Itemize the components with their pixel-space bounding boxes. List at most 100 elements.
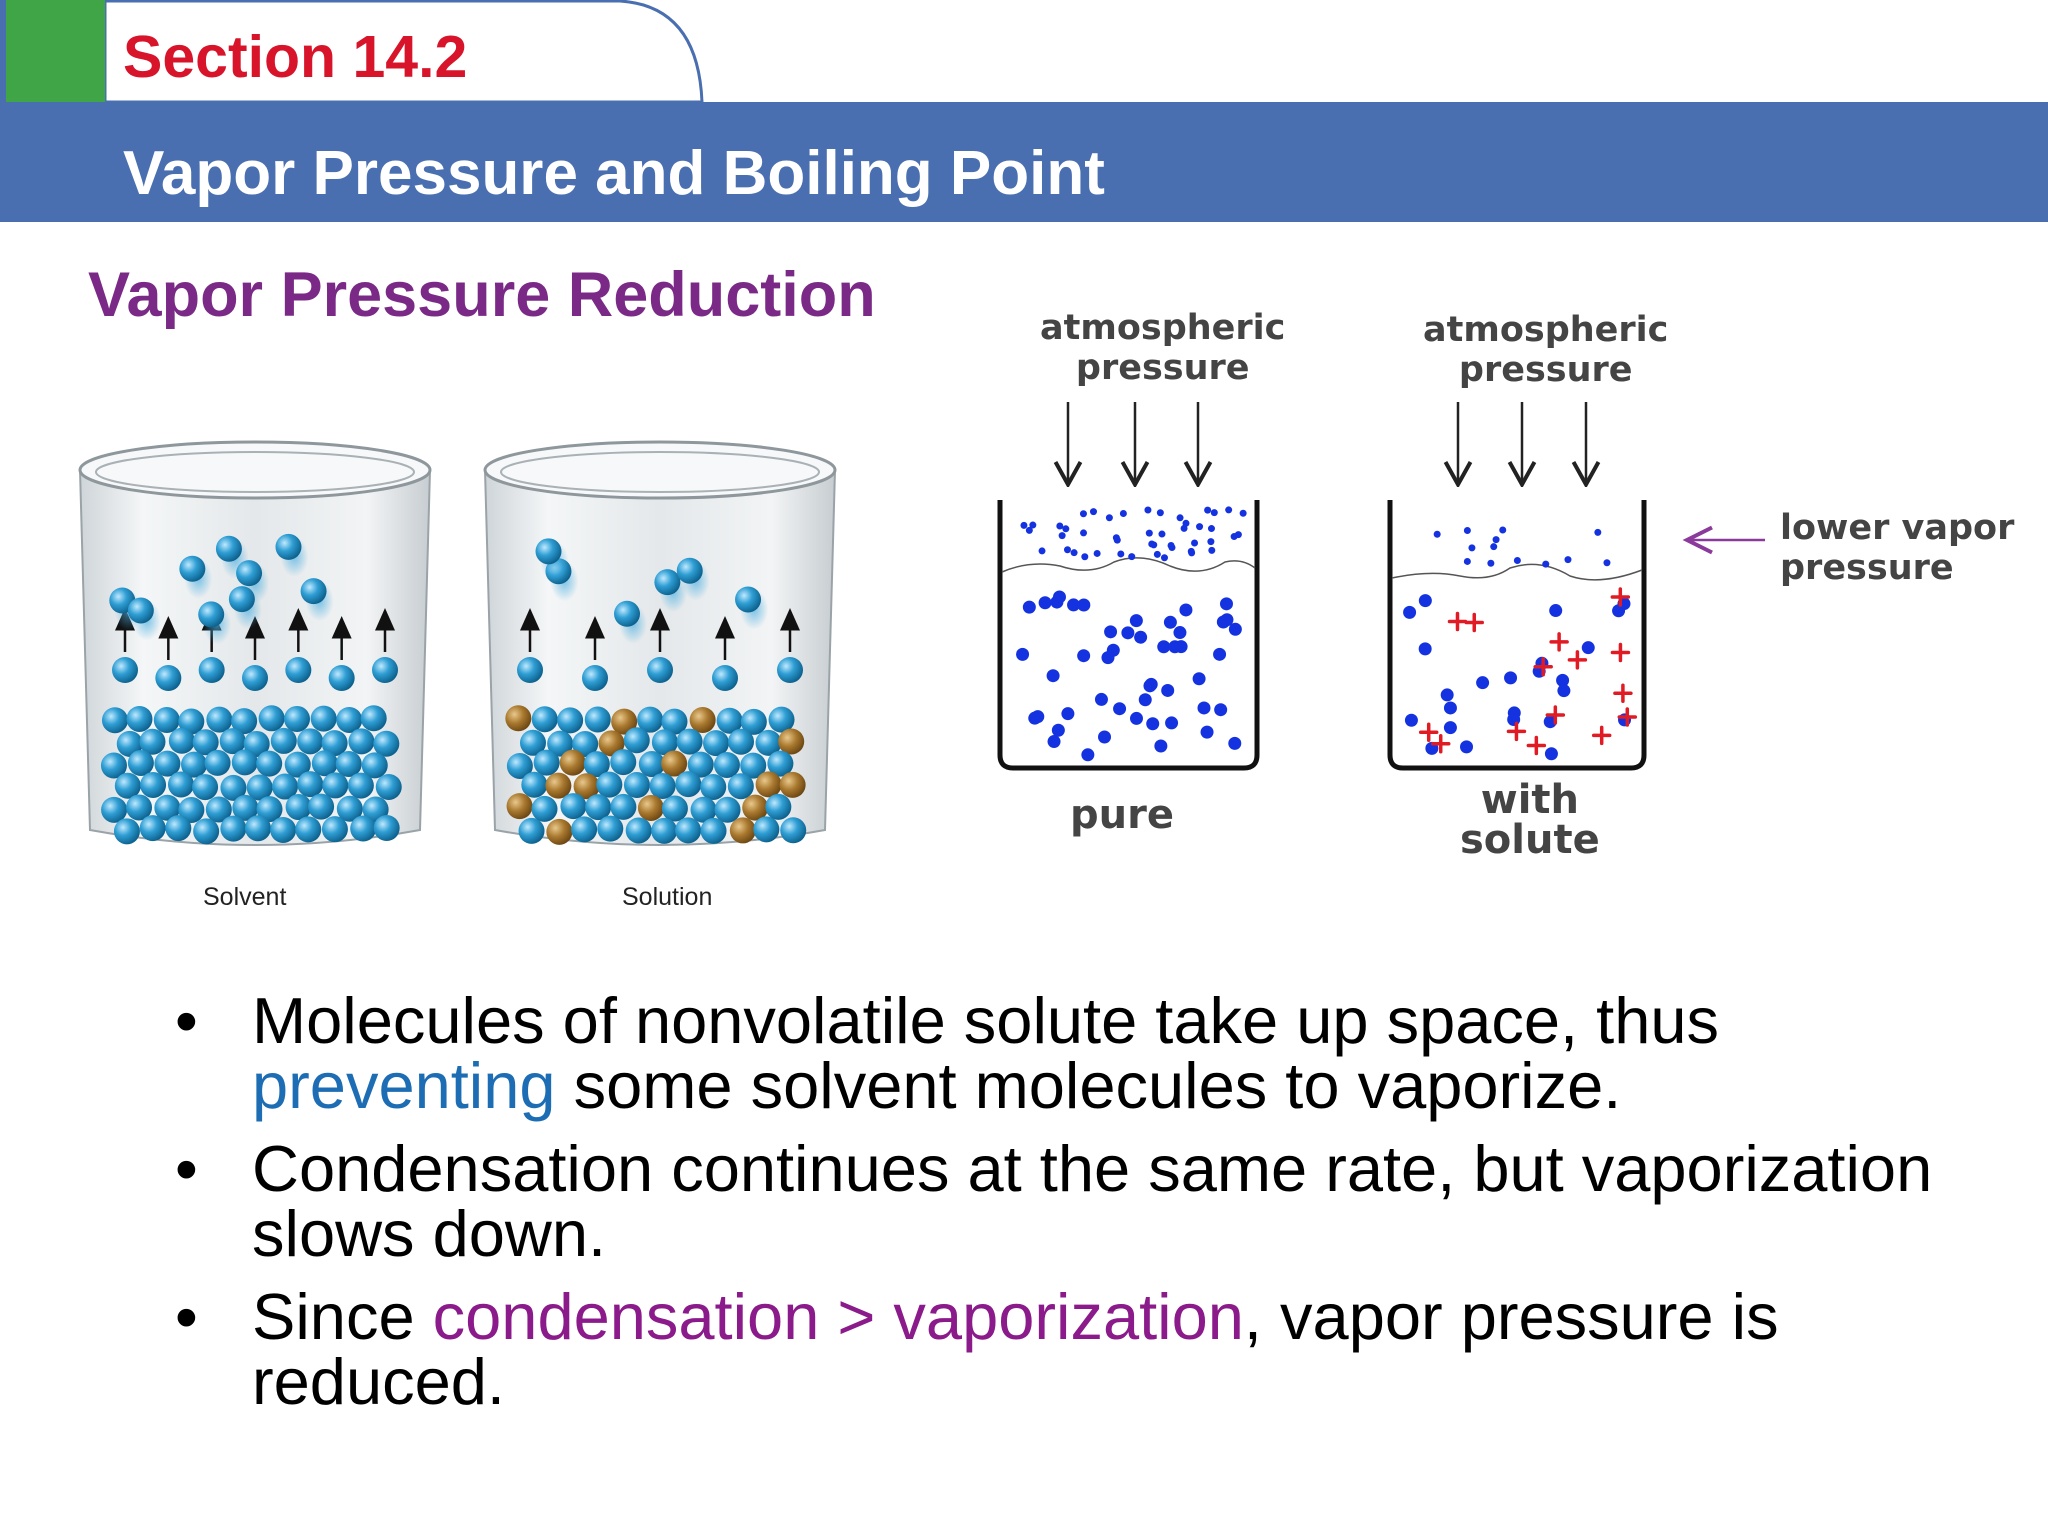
gas-particle: [676, 557, 703, 584]
solvent-particle: [283, 705, 310, 732]
liquid-molecule: [1022, 600, 1036, 614]
solute-particle: [611, 708, 638, 735]
solvent-particle: [713, 751, 740, 778]
vapor-molecule: [1153, 550, 1161, 558]
solvent-particle: [322, 772, 349, 799]
solvent-particle: [506, 752, 533, 779]
vaporizing-particle: [285, 657, 312, 683]
solvent-particle: [375, 773, 402, 800]
liquid-molecule: [1504, 671, 1518, 685]
liquid-molecule: [1081, 748, 1095, 762]
liquid-molecule: [1404, 713, 1418, 727]
solvent-particle: [675, 817, 702, 844]
vapor-molecule: [1490, 543, 1498, 551]
solvent-particle: [716, 707, 743, 734]
solvent-particle: [690, 796, 717, 823]
solvent-particle: [703, 730, 730, 757]
liquid-molecule: [1228, 622, 1242, 636]
liquid-molecule: [1129, 614, 1143, 628]
solvent-particle: [154, 750, 181, 777]
vapor-molecule: [1594, 528, 1602, 536]
solvent-particle: [244, 815, 271, 842]
vapor-molecule: [1208, 546, 1216, 554]
solvent-particle: [373, 815, 400, 842]
vapor-molecule: [1058, 532, 1066, 540]
vaporizing-particle: [198, 657, 225, 683]
solvent-particle: [231, 749, 258, 776]
gas-particle: [179, 555, 206, 582]
solvent-particle: [755, 729, 782, 756]
solvent-particle: [727, 773, 754, 800]
bullet-item: • Since condensation > vaporization, vap…: [175, 1280, 1779, 1418]
solute-particle: [637, 794, 664, 821]
vapor-molecule: [1176, 514, 1184, 522]
vapor-molecule: [1234, 531, 1242, 539]
gas-particle: [275, 533, 302, 560]
vapor-molecule: [1239, 509, 1247, 517]
beaker-rim-inner: [95, 451, 415, 493]
solute-plus-marker: [1418, 722, 1439, 742]
solvent-particle: [154, 794, 181, 821]
solvent-particle: [178, 796, 205, 823]
liquid-molecule: [1052, 590, 1066, 604]
vapor-molecule: [1167, 541, 1175, 549]
liquid-molecule: [1197, 701, 1211, 715]
vapor-molecule: [1463, 557, 1471, 565]
solvent-particle: [127, 749, 154, 776]
vapor-pressure-diagram: [997, 402, 1765, 771]
liquid-molecule: [1581, 641, 1595, 655]
liquid-molecule: [1157, 640, 1171, 654]
liquid-molecule: [1543, 715, 1557, 729]
solvent-particle: [231, 708, 258, 735]
liquid-molecule: [1557, 684, 1571, 698]
liquid-molecule: [1094, 692, 1108, 706]
solution-beaker: [483, 440, 837, 846]
solvent-particle: [373, 730, 400, 757]
solute-particle: [506, 793, 533, 820]
liquid-molecule: [1146, 717, 1160, 731]
gas-particle: [535, 538, 562, 565]
vapor-molecule: [1225, 506, 1233, 514]
section-tab: [103, 0, 704, 104]
pure-liquid-surface: [1001, 557, 1256, 573]
liquid-molecule: [1418, 642, 1432, 656]
solvent-particle: [270, 816, 297, 843]
solvent-particle: [243, 730, 270, 757]
bullet-item: • Molecules of nonvolatile solute take u…: [175, 984, 1720, 1122]
gas-particle: [127, 597, 154, 624]
solvent-particle: [767, 750, 794, 777]
solute-container: [1387, 500, 1647, 771]
solvent-particle: [623, 772, 650, 799]
solute-plus-marker: [1567, 650, 1588, 670]
solute-plus-marker: [1617, 707, 1638, 727]
solvent-particle: [610, 793, 637, 820]
solvent-particle: [649, 773, 676, 800]
solvent-particle: [270, 727, 297, 754]
gas-particle: [614, 600, 640, 627]
bullet-item: • Condensation continues at the same rat…: [175, 1132, 1933, 1270]
solvent-particle: [181, 751, 208, 778]
solvent-particle: [637, 706, 664, 733]
vapor-molecule: [1499, 526, 1507, 534]
pure-molecules: [1016, 506, 1247, 762]
gas-particle: [236, 560, 263, 587]
solute-particle: [779, 771, 806, 798]
vapor-molecule: [1182, 519, 1190, 527]
solvent-particle: [335, 750, 362, 777]
solvent-particle: [206, 706, 233, 733]
solvent-particle: [531, 706, 558, 733]
liquid-molecule: [1168, 640, 1182, 654]
solvent-particle: [583, 751, 610, 778]
vapor-molecule: [1112, 534, 1120, 542]
highlight-condensation: condensation > vaporization: [432, 1280, 1244, 1353]
solvent-particle: [101, 796, 128, 823]
liquid-molecule: [1460, 740, 1474, 754]
solute-plus-marker: [1464, 612, 1484, 633]
vaporizing-particle: [582, 665, 608, 691]
gas-particle: [654, 569, 681, 596]
liquid-molecule: [1047, 735, 1061, 749]
solute-plus-marker: [1447, 611, 1468, 632]
solute-liquid-surface: [1391, 563, 1643, 581]
vapor-molecule: [1025, 526, 1033, 534]
